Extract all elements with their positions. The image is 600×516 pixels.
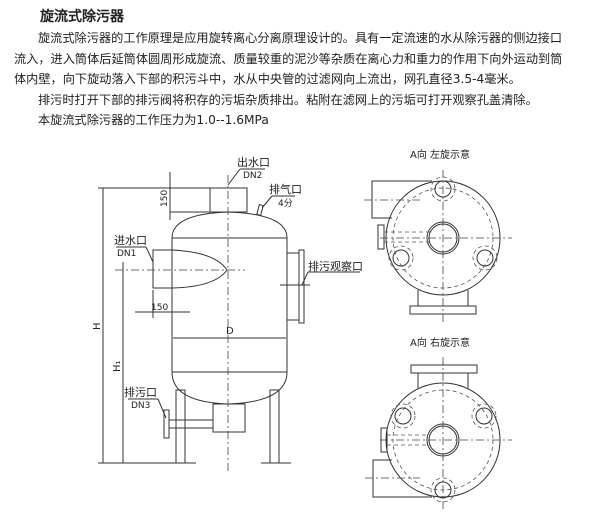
left-rotation-view: A向 左旋示意 (364, 148, 512, 322)
paragraph-1-end: 体内壁，向下旋动落入下部的积污斗中，水从中央管的过滤网向上流出，网孔直径3.5-… (14, 72, 521, 86)
inlet-dn-label: DN1 (117, 249, 136, 259)
drain-label: 排污口 (124, 385, 157, 399)
paragraph-1-cont: 流入，进入筒体后延筒体圆周形成旋流、质量较重的泥沙等杂质在离心力和重力的作用下向… (14, 51, 563, 66)
inspection-port-label: 排污观察口 (308, 259, 363, 273)
top-150-dimension: 150 (160, 190, 170, 207)
diameter-d-label: D (226, 326, 234, 337)
height-h-label: H (92, 322, 103, 330)
right-rotation-view: A向 右旋示意 (365, 336, 512, 510)
outlet-label: 出水口 (237, 155, 270, 169)
outlet-dn-label: DN2 (243, 171, 262, 181)
drain-dn-label: DN3 (131, 401, 150, 411)
right-rotation-title: A向 右旋示意 (410, 336, 470, 349)
vent-size-label: 4分 (278, 198, 293, 209)
technical-drawing: 出水口 DN2 排气口 4分 进水口 DN1 排污观察口 排污口 DN3 150… (92, 148, 512, 510)
vent-label: 排气口 (269, 182, 302, 196)
front-view: 出水口 DN2 排气口 4分 进水口 DN1 排污观察口 排污口 DN3 150… (92, 155, 363, 472)
paragraph-1: 旋流式除污器的工作原理是应用旋转离心分离原理设计的。具有一定流速的水从除污器的侧… (38, 31, 563, 45)
height-h1-label: H₁ (112, 360, 123, 372)
inlet-150-dimension: 150 (151, 303, 168, 313)
description: 旋流式除污器的工作原理是应用旋转离心分离原理设计的。具有一定流速的水从除污器的侧… (14, 28, 594, 131)
inlet-label: 进水口 (114, 234, 147, 247)
paragraph-3: 本旋流式除污器的工作压力为1.0--1.6MPa (38, 113, 269, 127)
paragraph-2: 排污时打开下部的排污阀将积存的污垢杂质排出。粘附在滤网上的污垢可打开观察孔盖清除… (38, 92, 538, 107)
page-title: 旋流式除污器 (40, 9, 124, 25)
left-rotation-title: A向 左旋示意 (410, 148, 470, 161)
